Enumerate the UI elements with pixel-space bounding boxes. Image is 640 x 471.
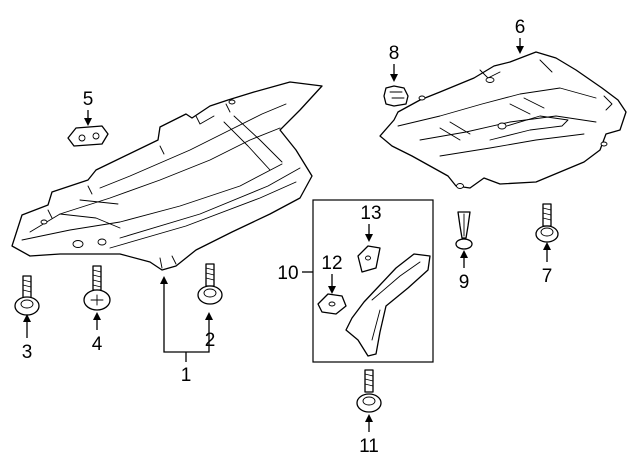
bolt-11 — [356, 369, 382, 413]
clip-nut — [383, 85, 409, 107]
callout-12: 12 — [321, 253, 342, 274]
callout-1: 1 — [181, 365, 192, 386]
callout-13: 13 — [360, 203, 381, 224]
callout-5: 5 — [83, 89, 94, 110]
phillips-screw — [83, 265, 111, 311]
small-bracket — [67, 125, 109, 147]
deflector-bracket — [345, 253, 431, 357]
callout-8: 8 — [389, 43, 400, 64]
callout-6: 6 — [515, 17, 526, 38]
bolt-7 — [535, 203, 559, 243]
clip-13 — [357, 245, 381, 273]
bolt-2 — [197, 263, 223, 305]
front-underbody-shield — [11, 81, 323, 271]
callout-4: 4 — [92, 334, 103, 355]
callout-2: 2 — [205, 330, 216, 351]
bolt-3 — [14, 275, 40, 316]
clip-12 — [317, 293, 347, 315]
inset-frame — [312, 199, 434, 363]
callout-7: 7 — [542, 266, 553, 287]
callout-10: 10 — [277, 263, 298, 284]
rear-underbody-shield — [379, 51, 627, 189]
callout-9: 9 — [459, 272, 470, 293]
callout-11: 11 — [359, 436, 379, 457]
push-pin-clip — [455, 211, 473, 250]
callout-3: 3 — [22, 342, 33, 363]
leader-lines — [23, 38, 551, 432]
